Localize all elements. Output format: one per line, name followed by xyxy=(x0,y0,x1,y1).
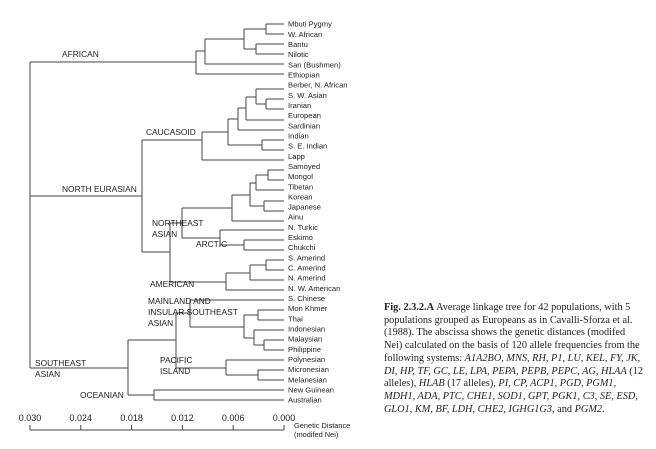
group-label-oceanian: OCEANIAN xyxy=(80,390,124,400)
leaf-label: Iranian xyxy=(288,101,311,110)
group-label-mainland-line3: ASIAN xyxy=(148,318,173,328)
group-label-southeast-line2: ASIAN xyxy=(35,369,60,379)
group-label-mainland-line2: INSULAR SOUTHEAST xyxy=(148,307,238,317)
caption-text: , and xyxy=(552,403,575,415)
caption-text: . xyxy=(602,403,605,415)
leaf-label: Chukchi xyxy=(288,243,316,252)
group-label-mainland-line1: MAINLAND AND xyxy=(148,296,211,306)
axis-label-line2: (modifed Nei) xyxy=(294,430,338,439)
group-label-pacific-line2: ISLAND xyxy=(160,366,190,376)
leaf-label: Polynesian xyxy=(288,355,325,364)
group-label-southeast-line1: SOUTHEAST xyxy=(35,358,86,368)
leaf-label: Malaysian xyxy=(288,335,322,344)
group-label-arctic: ARCTIC xyxy=(196,239,227,249)
caption-pgm2-italic: PGM2 xyxy=(574,403,603,415)
leaf-label: C. Amerind xyxy=(288,264,326,273)
leaf-label: New Guinean xyxy=(288,386,334,395)
leaf-label: N. Amerind xyxy=(288,274,326,283)
leaf-label: Ainu xyxy=(288,213,303,222)
distance-axis: 0.030 0.024 0.018 0.012 0.006 0.000 Gene… xyxy=(19,413,351,439)
axis-tick-label: 0.018 xyxy=(120,413,143,423)
group-label-north-eurasian: NORTH EURASIAN xyxy=(62,184,137,194)
leaf-label: Indian xyxy=(288,132,309,141)
leaf-label: Tibetan xyxy=(288,182,313,191)
leaf-label: Japanese xyxy=(288,203,321,212)
leaf-label: S. W. Asian xyxy=(288,91,327,100)
leaf-label: Philippine xyxy=(288,345,321,354)
group-label-asian: ASIAN xyxy=(152,229,177,239)
leaf-label: S. E. Indian xyxy=(288,142,327,151)
group-label-african: AFRICAN xyxy=(62,49,99,59)
caption-text: (12 alleles), xyxy=(384,365,644,390)
caption-text: Average linkage tree for 42 populations,… xyxy=(384,302,640,364)
leaf-label: San (Bushmen) xyxy=(288,60,341,69)
axis-label-line1: Genetic Distance xyxy=(294,421,350,430)
leaf-label: Mongol xyxy=(288,172,313,181)
figure-caption: Fig. 2.3.2.A Average linkage tree for 42… xyxy=(384,302,646,416)
leaf-label: Berber, N. African xyxy=(288,81,348,90)
leaf-label: Lapp xyxy=(288,152,305,161)
leaf-label: Australian xyxy=(288,396,322,405)
leaf-label: Nilotic xyxy=(288,50,309,59)
axis-tick-label: 0.006 xyxy=(222,413,245,423)
group-label-caucasoid: CAUCASOID xyxy=(146,127,196,137)
axis-tick-label: 0.012 xyxy=(171,413,194,423)
caption-hlab-italic: HLAB xyxy=(418,378,445,390)
group-label-pacific-line1: PACIFIC xyxy=(160,355,192,365)
tree-branches xyxy=(29,23,284,401)
leaf-label: Indonesian xyxy=(288,325,325,334)
leaf-label: Korean xyxy=(288,192,313,201)
leaf-label: W. African xyxy=(288,30,322,39)
leaf-label: S. Chinese xyxy=(288,294,325,303)
leaf-label: Mon Khmer xyxy=(288,304,328,313)
leaf-label: Melanesian xyxy=(288,375,327,384)
caption-systems-italic: PI, CP, ACP1, PGD, PGM1, MDH1, ADA, PTC,… xyxy=(384,378,638,415)
leaf-label: Ethiopian xyxy=(288,71,320,80)
leaf-label: Samoyed xyxy=(288,162,320,171)
leaf-label: S. Amerind xyxy=(288,253,325,262)
figure-number: Fig. 2.3.2.A xyxy=(384,302,435,313)
leaf-label: N. Turkic xyxy=(288,223,318,232)
leaf-label: Bantu xyxy=(288,40,308,49)
leaf-label: Mbuti Pygmy xyxy=(288,20,332,29)
group-label-northeast: NORTHEAST xyxy=(152,218,204,228)
axis-tick-label: 0.030 xyxy=(19,413,42,423)
leaf-label: Thai xyxy=(288,314,303,323)
caption-systems-italic: A1A2BO, MNS, RH, P1, LU, KEL, FY, JK, DI… xyxy=(384,352,641,377)
leaf-label: Eskimo xyxy=(288,233,313,242)
group-label-american: AMERICAN xyxy=(150,279,194,289)
axis-tick-label: 0.024 xyxy=(70,413,93,423)
leaf-label: European xyxy=(288,111,321,120)
leaf-label: Micronesian xyxy=(288,365,329,374)
leaf-label: Sardinian xyxy=(288,121,320,130)
group-labels: AFRICAN CAUCASOID NORTH EURASIAN NORTHEA… xyxy=(35,49,238,400)
axis-tick-label: 0.000 xyxy=(273,413,296,423)
leaf-label: N. W. American xyxy=(288,284,340,293)
caption-text: (17 alleles), xyxy=(444,378,499,390)
